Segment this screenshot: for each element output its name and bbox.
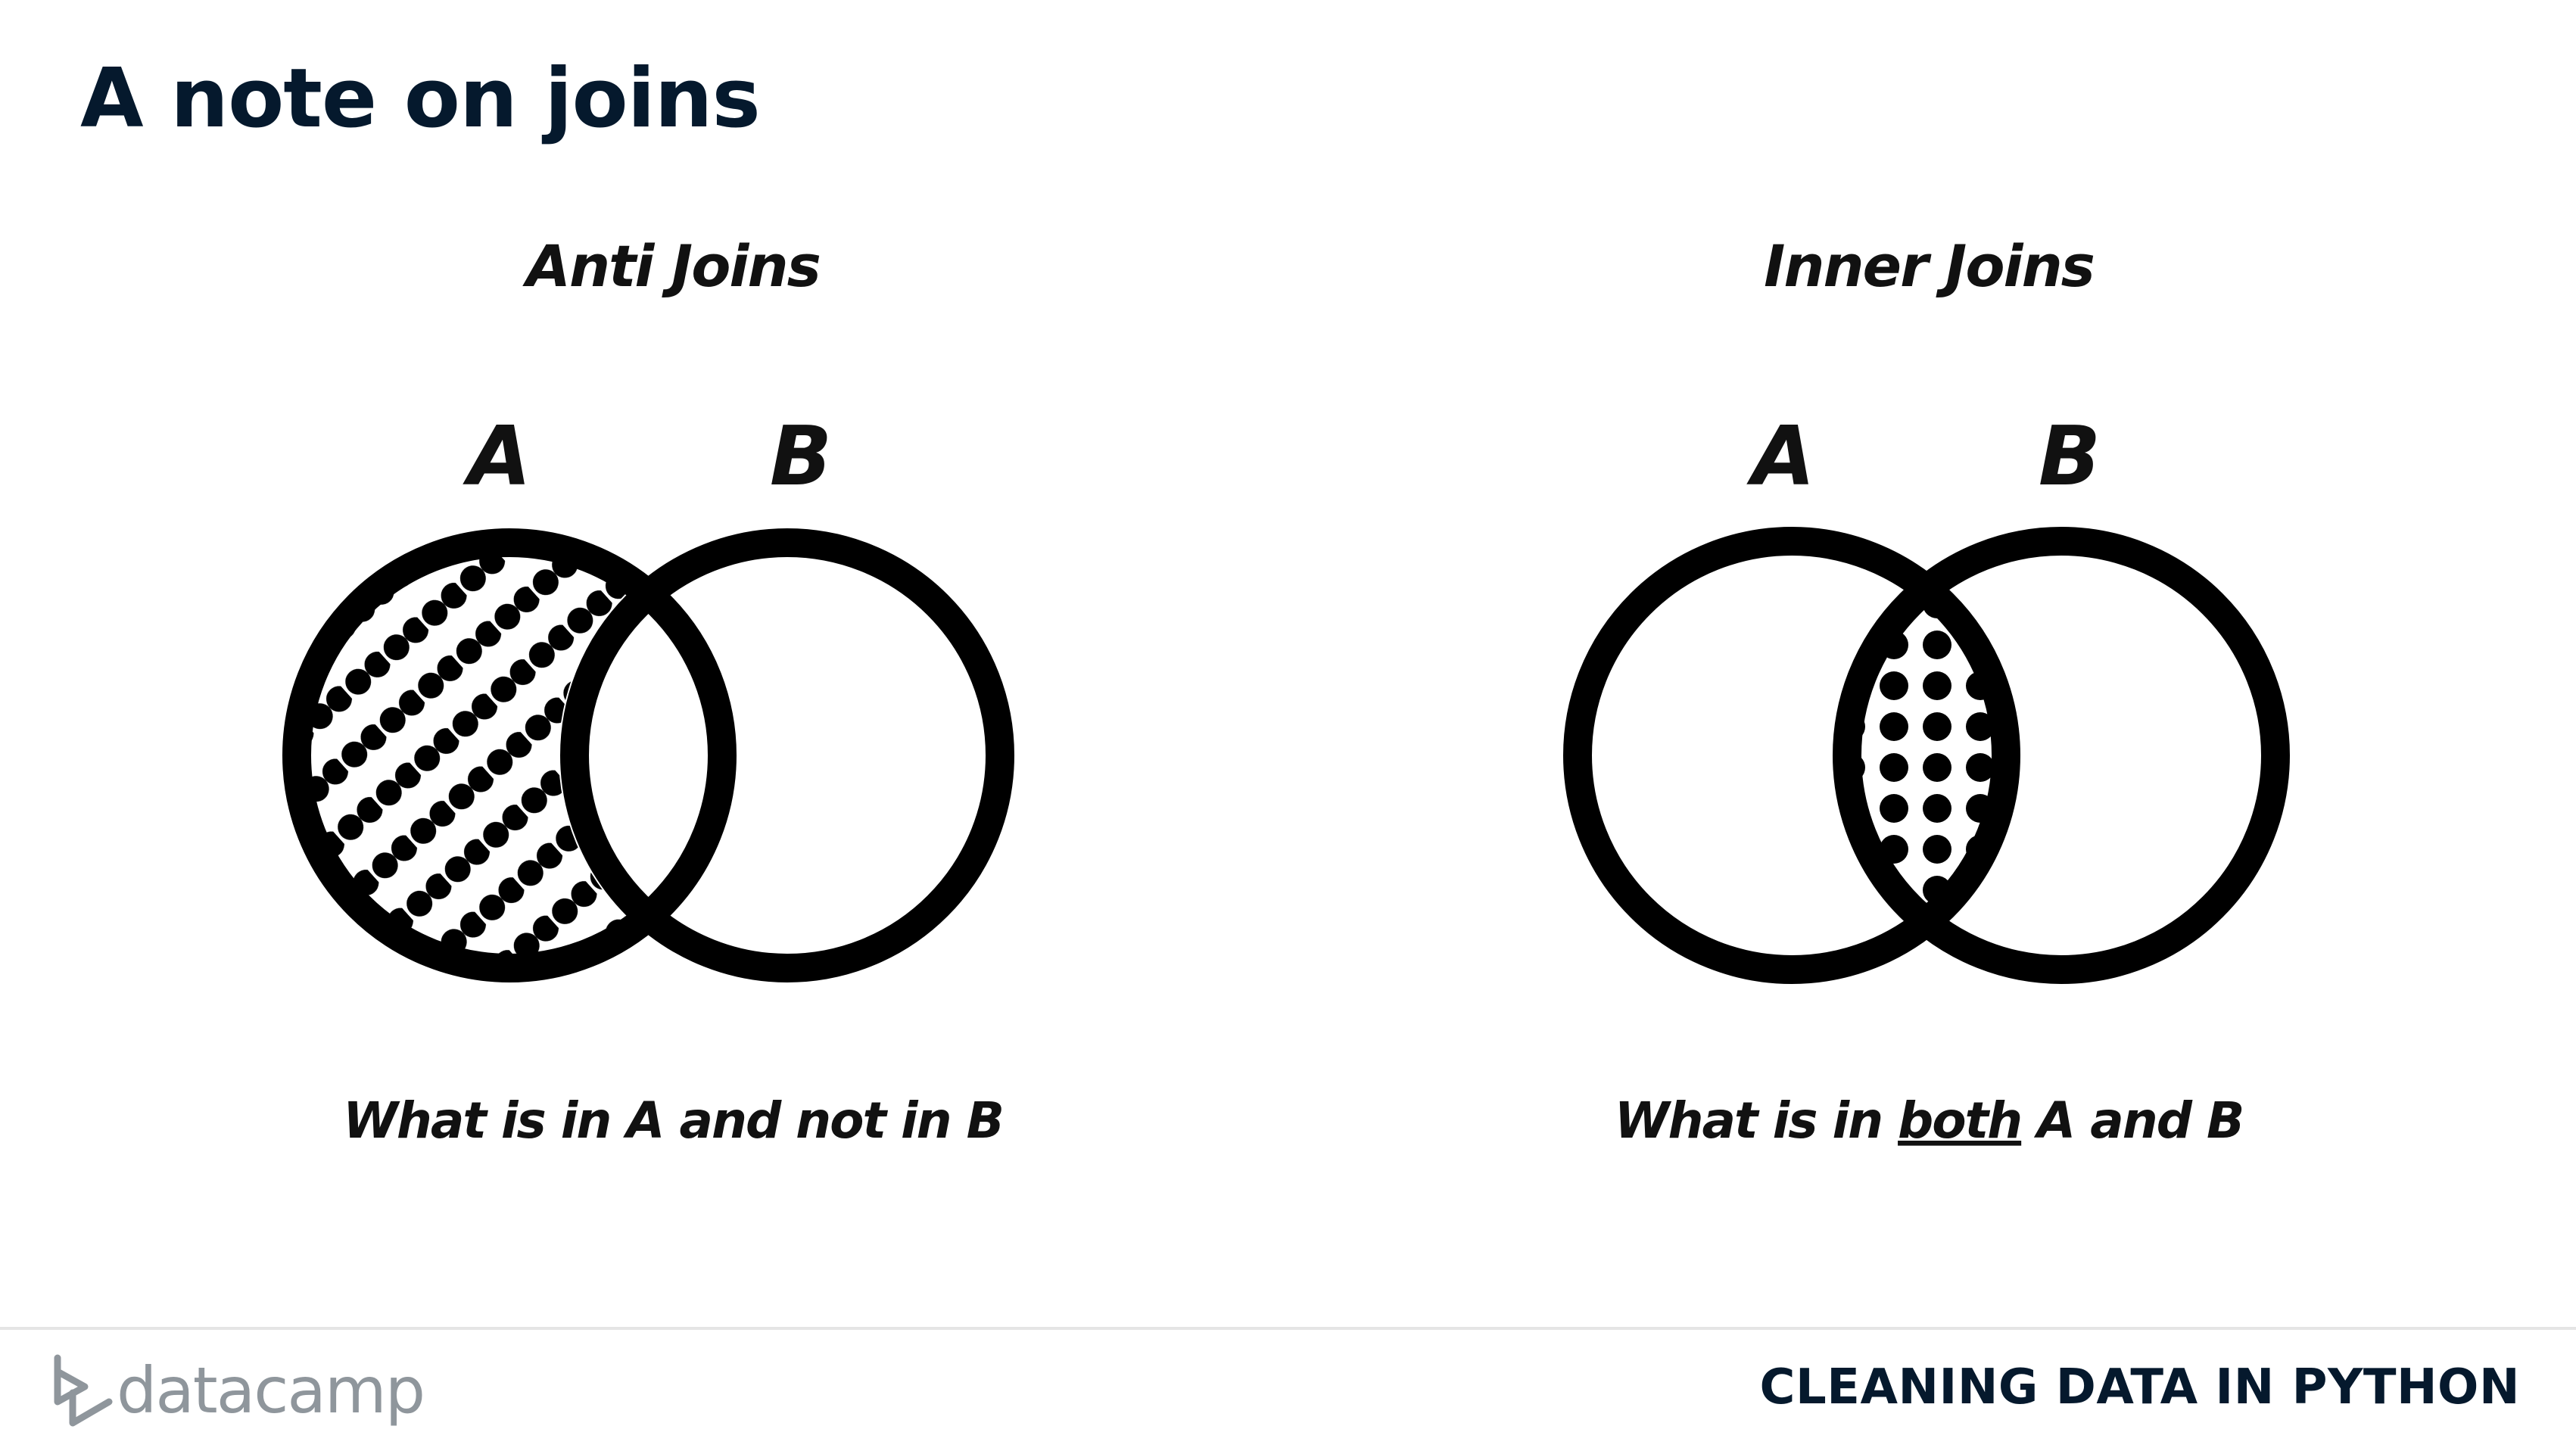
- inner-join-title: Inner Joins: [1764, 232, 2094, 300]
- anti-join-label-a: A: [462, 409, 531, 504]
- datacamp-logo: datacamp: [50, 1349, 425, 1432]
- anti-join-label-b: B: [770, 409, 832, 504]
- footer-divider: [0, 1327, 2576, 1330]
- datacamp-logo-icon: [54, 1354, 113, 1427]
- inner-join-label-b: B: [2039, 409, 2101, 504]
- anti-join-caption: What is in A and not in B: [343, 1091, 1003, 1150]
- inner-join-label-a: A: [1746, 409, 1815, 504]
- logo-text: datacamp: [117, 1353, 425, 1428]
- inner-join-circle-a: [1563, 527, 2020, 984]
- anti-join-circle-b: [560, 528, 1014, 982]
- anti-join-title: Anti Joins: [522, 232, 820, 300]
- inner-join-diagram: Inner Joins A B What is in both A and B: [1563, 232, 2290, 1150]
- inner-join-shaded-intersection: [1849, 543, 2004, 967]
- inner-join-caption: What is in both A and B: [1615, 1091, 2244, 1150]
- slide-title: A note on joins: [80, 51, 761, 146]
- inner-join-circle-b: [1833, 527, 2290, 984]
- anti-join-shaded-a-only: [297, 543, 721, 967]
- course-name: CLEANING DATA IN PYTHON: [1759, 1359, 2520, 1415]
- anti-join-diagram: Anti Joins A B What is in A and not in B: [282, 232, 1014, 1150]
- anti-join-circle-a: [282, 528, 737, 982]
